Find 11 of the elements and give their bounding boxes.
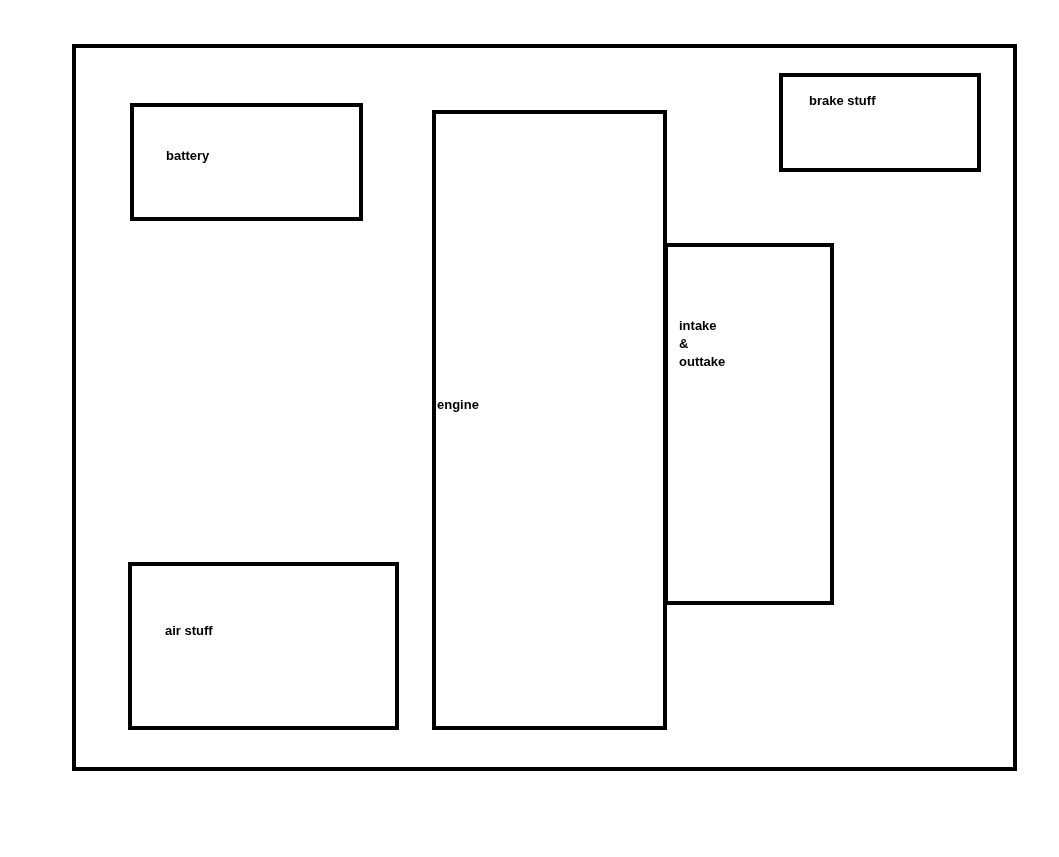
component-label: air stuff [165, 622, 214, 640]
component-box [432, 110, 667, 730]
component-label: intake & outtake [679, 317, 726, 371]
component-box [128, 562, 399, 730]
component-box [664, 243, 834, 605]
component-box [130, 103, 363, 221]
component-label: battery [166, 147, 211, 165]
component-box [779, 73, 981, 172]
container-box [72, 44, 1017, 771]
component-label: brake stuff [809, 92, 877, 110]
component-label: engine [437, 396, 480, 414]
